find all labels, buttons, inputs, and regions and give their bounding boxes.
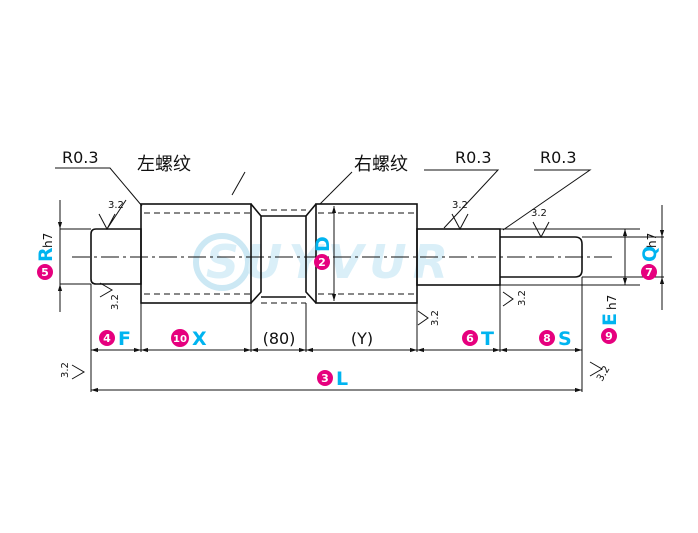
svg-text:4: 4 — [103, 332, 111, 345]
svg-text:9: 9 — [605, 330, 613, 343]
leaders — [55, 167, 592, 231]
svg-text:S: S — [558, 328, 572, 350]
watermark: SUYVUR — [193, 233, 448, 291]
roughness-value-7: 3.2 — [60, 362, 71, 378]
svg-text:h7: h7 — [605, 295, 619, 310]
thread-lines — [144, 209, 416, 304]
callout-X: 10 X — [171, 328, 207, 350]
right-thread-relief — [305, 203, 317, 304]
svg-text:3: 3 — [321, 372, 329, 385]
thread-label-right: 右螺纹 — [354, 154, 408, 175]
dim-y-label: (Y) — [351, 329, 373, 348]
chain-dimension — [91, 347, 582, 393]
callout-D: 2 D — [312, 236, 334, 270]
left-journal — [90, 228, 142, 285]
svg-text:6: 6 — [466, 332, 474, 345]
svg-text:Q: Q — [639, 246, 661, 262]
radius-label-right: R0.3 — [540, 148, 577, 167]
watermark-logo-icon — [193, 233, 251, 291]
roughness-value-6: 3.2 — [517, 290, 528, 306]
callout-R: 5 R h7 — [35, 233, 57, 280]
left-thread-section — [140, 203, 252, 304]
roughness-value-4: 3.2 — [110, 294, 121, 310]
diameter-dimensions — [57, 200, 665, 312]
callout-S: 8 S — [539, 328, 572, 350]
svg-text:R: R — [35, 247, 57, 262]
callout-Q: 7 Q h7 — [639, 233, 661, 280]
radius-label-left: R0.3 — [62, 148, 99, 167]
svg-text:5: 5 — [41, 266, 49, 279]
roughness-symbols — [71, 199, 603, 380]
svg-text:8: 8 — [543, 332, 551, 345]
callout-L: 3 L — [317, 368, 348, 390]
svg-text:T: T — [481, 328, 494, 350]
journal-t — [416, 228, 501, 286]
svg-text:D: D — [312, 236, 334, 252]
shaft-body — [90, 203, 583, 304]
dim-80-label: (80) — [263, 329, 296, 348]
callout-T: 6 T — [462, 328, 494, 350]
journal-s — [500, 236, 583, 278]
svg-text:F: F — [118, 328, 131, 350]
callout-F: 4 F — [99, 328, 131, 350]
roughness-value-8: 3.2 — [595, 364, 612, 383]
roughness-value-5: 3.2 — [430, 310, 441, 326]
radius-label-mid: R0.3 — [455, 148, 492, 167]
svg-text:h7: h7 — [41, 233, 55, 248]
roughness-value-3: 3.2 — [531, 208, 547, 219]
roughness-value-1: 3.2 — [108, 200, 124, 211]
left-thread-relief — [250, 203, 262, 304]
callout-E: 9 E h7 — [599, 295, 621, 344]
thread-label-left: 左螺纹 — [137, 154, 191, 175]
roughness-value-2: 3.2 — [452, 200, 468, 211]
svg-text:E: E — [599, 313, 621, 326]
svg-text:7: 7 — [645, 266, 653, 279]
svg-text:10: 10 — [173, 334, 187, 345]
svg-text:2: 2 — [318, 256, 326, 269]
svg-text:X: X — [192, 328, 207, 350]
svg-text:L: L — [336, 368, 348, 390]
svg-text:h7: h7 — [645, 233, 659, 248]
